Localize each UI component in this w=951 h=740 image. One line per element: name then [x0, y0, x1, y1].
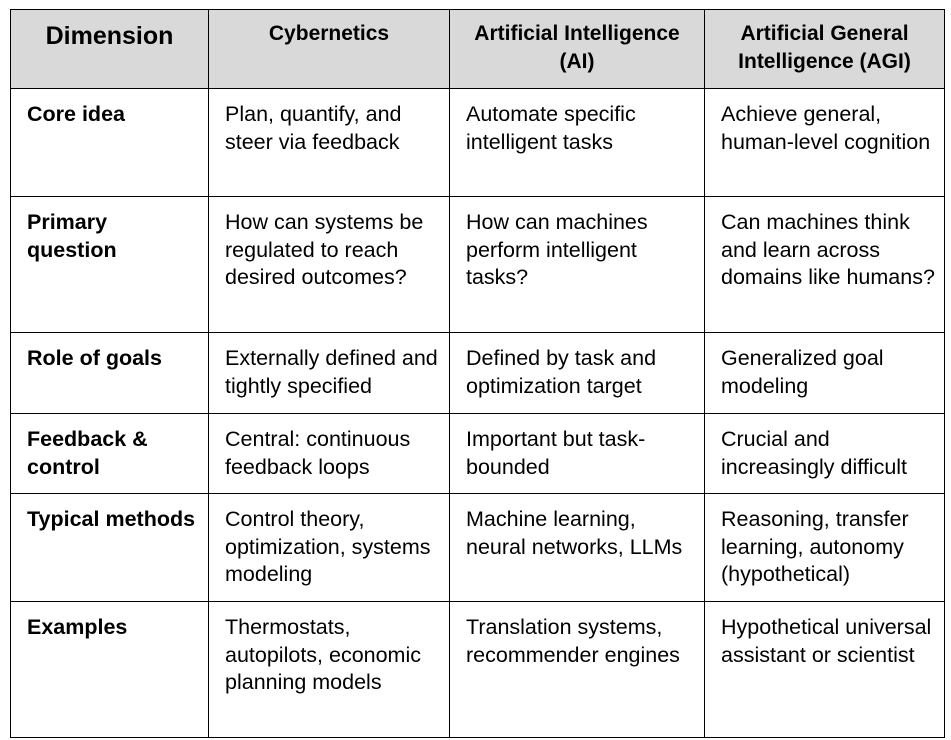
header-row: Dimension Cybernetics Artificial Intelli…	[10, 9, 945, 89]
table-row: Primary question How can systems be regu…	[10, 196, 945, 333]
table-body: Core idea Plan, quantify, and steer via …	[10, 88, 945, 738]
row-label: Typical methods	[10, 493, 209, 602]
comparison-table: Dimension Cybernetics Artificial Intelli…	[10, 9, 945, 738]
cybernetics-cell: How can systems be regulated to reach de…	[208, 196, 450, 333]
table-row: Feedback & control Central: continuous f…	[10, 413, 945, 494]
ai-cell: Defined by task and optimization target	[449, 332, 705, 414]
row-label: Core idea	[10, 88, 209, 197]
header-ai: Artificial Intelligence (AI)	[449, 9, 705, 89]
row-label: Primary question	[10, 196, 209, 333]
table-header: Dimension Cybernetics Artificial Intelli…	[10, 9, 945, 89]
table-row: Core idea Plan, quantify, and steer via …	[10, 88, 945, 197]
agi-cell: Can machines think and learn across doma…	[704, 196, 945, 333]
table-row: Typical methods Control theory, optimiza…	[10, 493, 945, 602]
agi-cell: Crucial and increasingly difficult	[704, 413, 945, 494]
cybernetics-cell: Externally defined and tightly specified	[208, 332, 450, 414]
row-label: Examples	[10, 601, 209, 738]
table-row: Role of goals Externally defined and tig…	[10, 332, 945, 414]
ai-cell: Automate specific intelligent tasks	[449, 88, 705, 197]
agi-cell: Generalized goal modeling	[704, 332, 945, 414]
ai-cell: Translation systems, recommender engines	[449, 601, 705, 738]
agi-cell: Hypothetical universal assistant or scie…	[704, 601, 945, 738]
row-label: Role of goals	[10, 332, 209, 414]
ai-cell: How can machines perform intelligent tas…	[449, 196, 705, 333]
cybernetics-cell: Control theory, optimization, systems mo…	[208, 493, 450, 602]
cybernetics-cell: Plan, quantify, and steer via feedback	[208, 88, 450, 197]
header-dimension: Dimension	[10, 9, 209, 89]
table-row: Examples Thermostats, autopilots, econom…	[10, 601, 945, 738]
header-agi: Artificial General Intelligence (AGI)	[704, 9, 945, 89]
cybernetics-cell: Central: continuous feedback loops	[208, 413, 450, 494]
agi-cell: Reasoning, transfer learning, autonomy (…	[704, 493, 945, 602]
row-label: Feedback & control	[10, 413, 209, 494]
header-cybernetics: Cybernetics	[208, 9, 450, 89]
ai-cell: Machine learning, neural networks, LLMs	[449, 493, 705, 602]
cybernetics-cell: Thermostats, autopilots, economic planni…	[208, 601, 450, 738]
ai-cell: Important but task-bounded	[449, 413, 705, 494]
agi-cell: Achieve general, human-level cognition	[704, 88, 945, 197]
